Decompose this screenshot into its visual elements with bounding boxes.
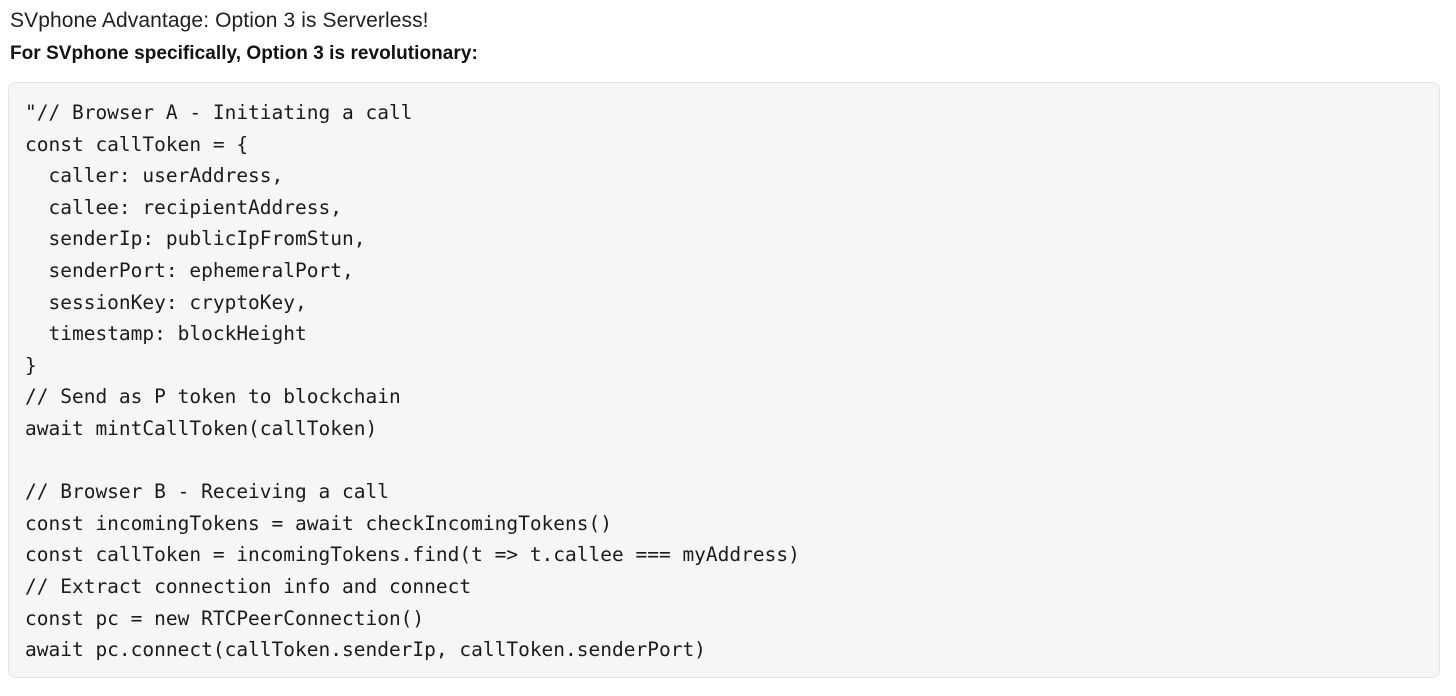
code-block[interactable]: "// Browser A - Initiating a call const c… — [8, 82, 1440, 678]
code-line: timestamp: blockHeight — [25, 322, 307, 346]
code-line: const callToken = { — [25, 132, 249, 156]
code-line: senderIp: publicIpFromStun, — [25, 227, 366, 251]
page-subtitle: For SVphone specifically, Option 3 is re… — [10, 43, 478, 64]
code-line: sessionKey: cryptoKey, — [25, 290, 307, 314]
code-line: callee: recipientAddress, — [25, 195, 342, 219]
code-line: // Extract connection info and connect — [25, 574, 472, 598]
code-line: caller: userAddress, — [25, 164, 284, 188]
code-line: "// Browser A - Initiating a call — [25, 101, 413, 124]
page-title: SVphone Advantage: Option 3 is Serverles… — [10, 9, 429, 32]
code-line: const incomingTokens = await checkIncomi… — [25, 511, 612, 535]
code-line: const callToken = incomingTokens.find(t … — [25, 543, 800, 567]
code-content: "// Browser A - Initiating a call const c… — [25, 97, 1421, 666]
code-line: // Browser B - Receiving a call — [25, 480, 389, 504]
code-line: await pc.connect(callToken.senderIp, cal… — [25, 638, 706, 662]
code-line — [25, 445, 1421, 477]
code-line: } — [25, 353, 37, 377]
code-line: // Send as P token to blockchain — [25, 385, 401, 409]
code-line: const pc = new RTCPeerConnection() — [25, 606, 425, 630]
code-line: senderPort: ephemeralPort, — [25, 258, 354, 282]
code-line: await mintCallToken(callToken) — [25, 416, 378, 440]
